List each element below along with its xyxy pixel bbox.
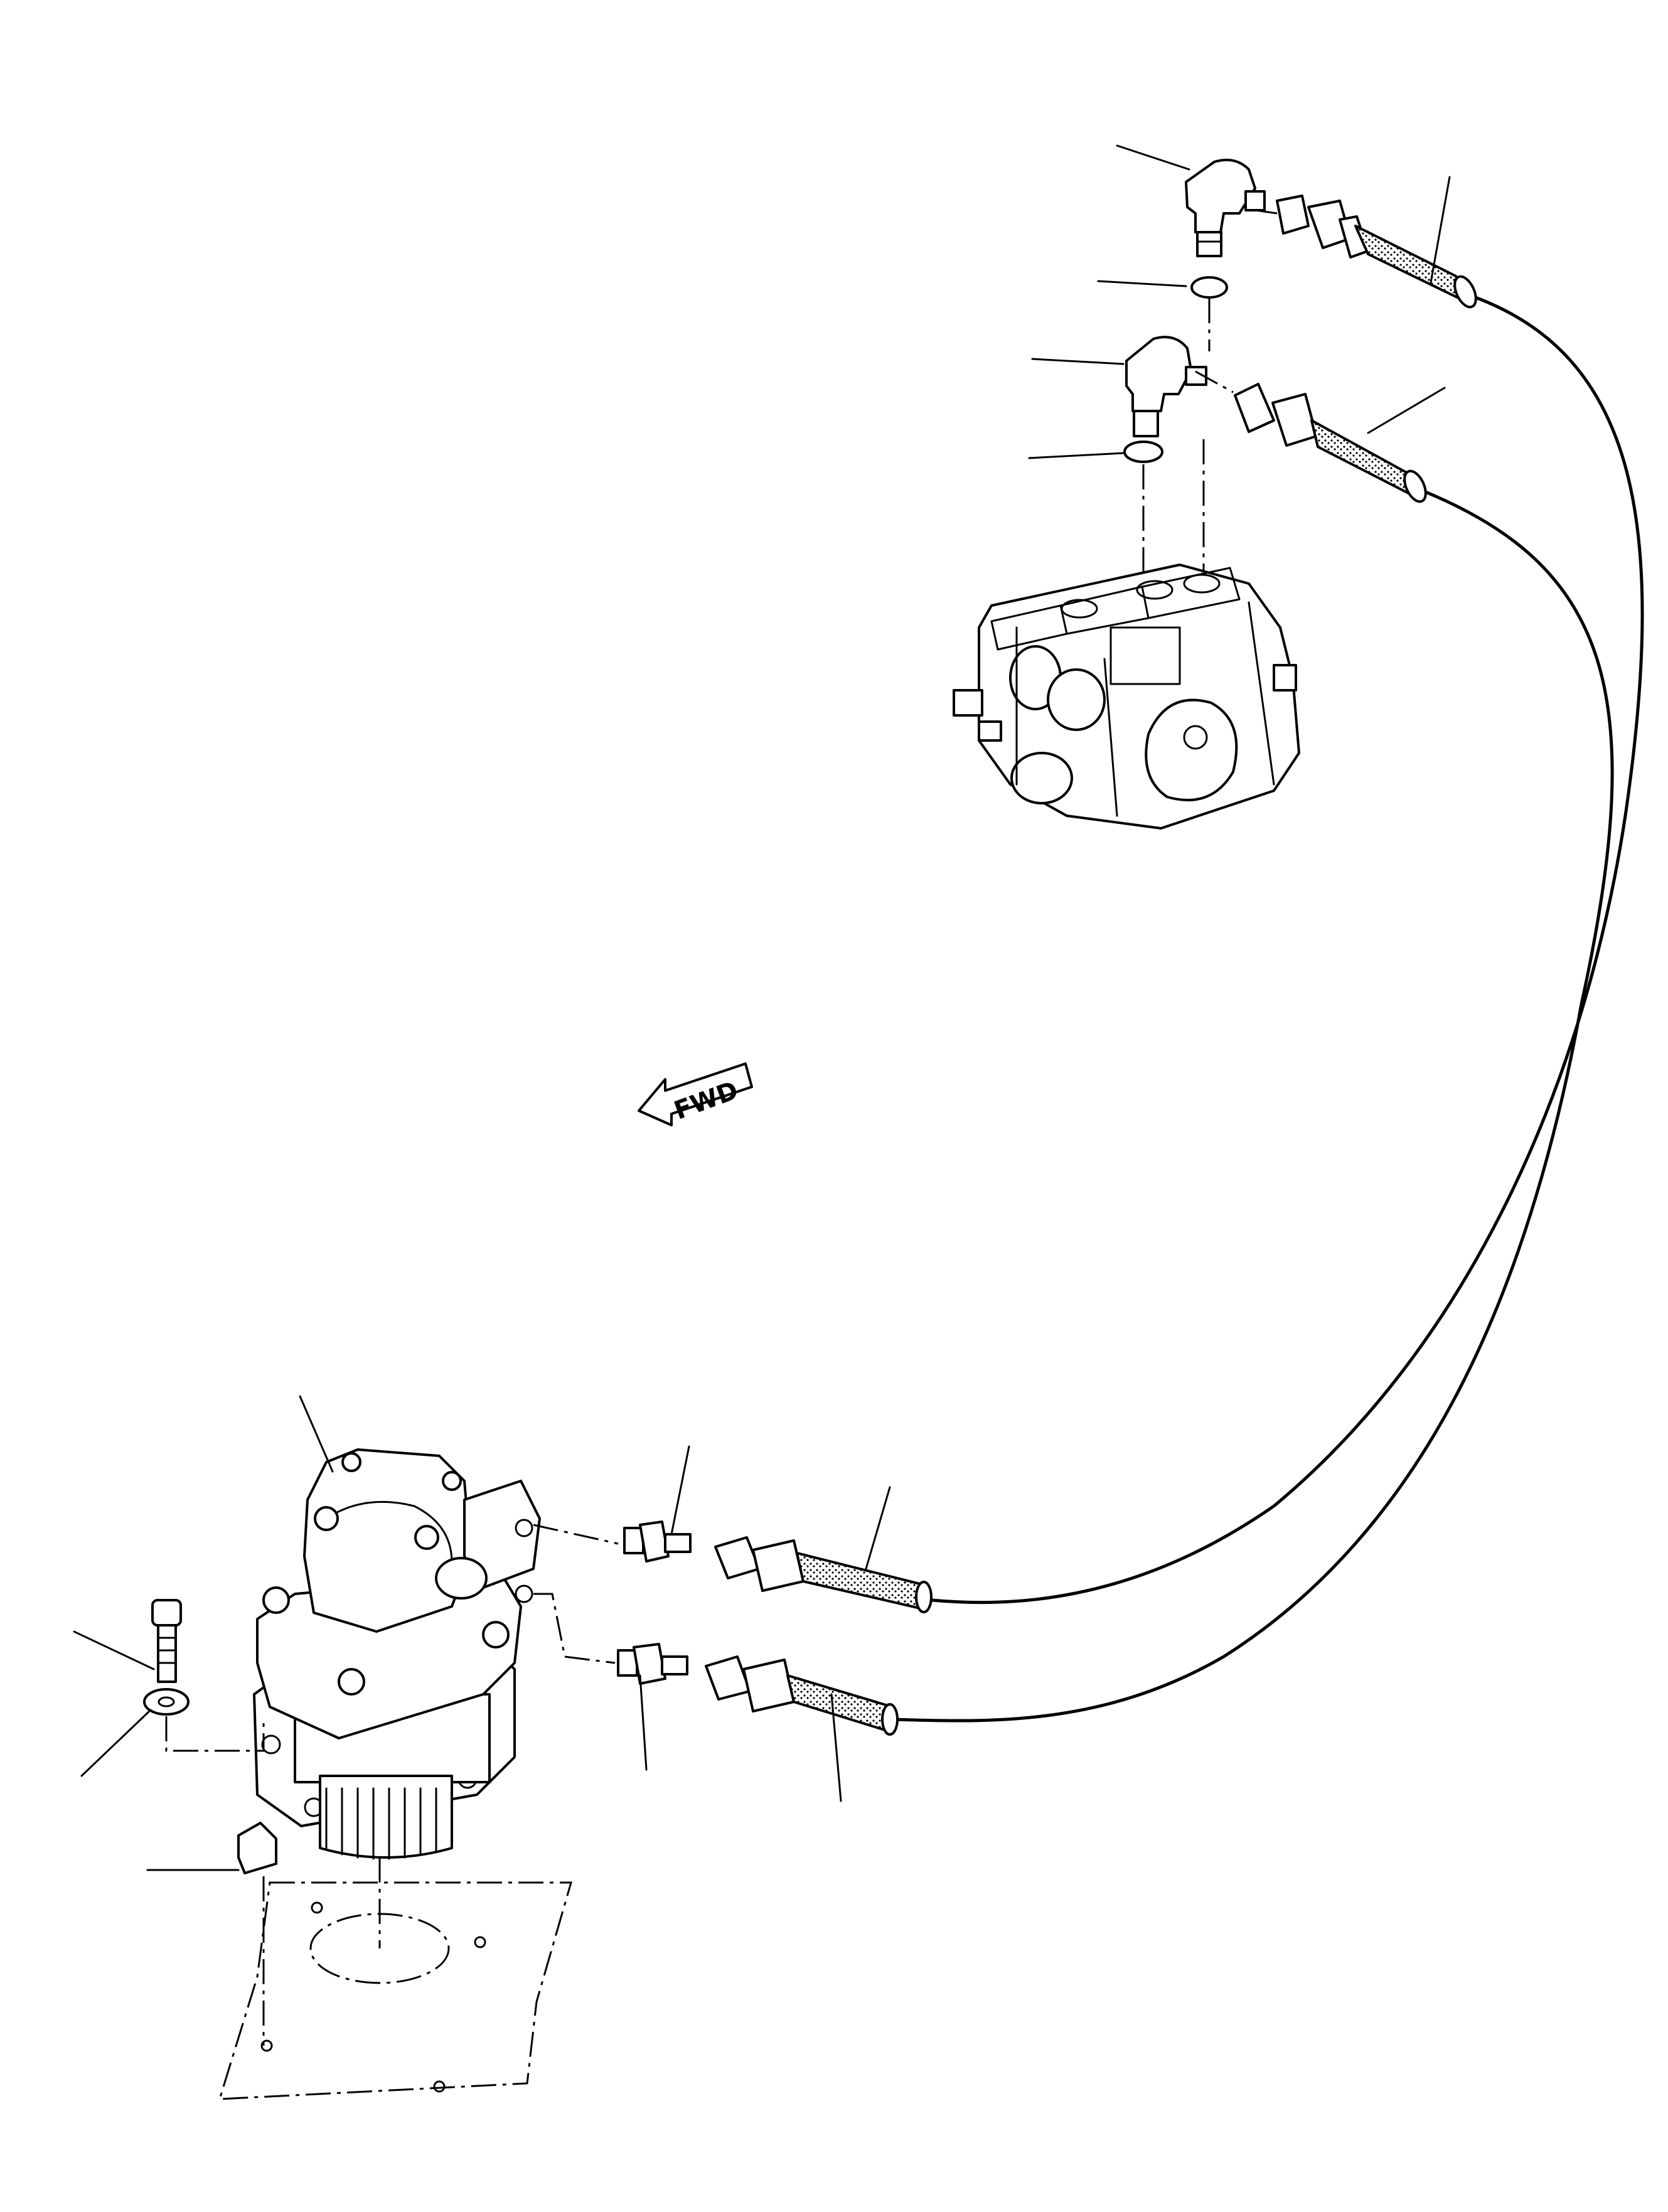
fwd-label: FWD xyxy=(670,1076,742,1126)
mounting-plate xyxy=(218,1857,572,2100)
upper-hose-line xyxy=(930,293,1644,1605)
lower-hose-adapter xyxy=(617,1643,688,1685)
control-valve xyxy=(953,564,1300,830)
leader-lines xyxy=(73,1395,891,1871)
lower-hose-end-fitting xyxy=(1234,383,1427,503)
washer xyxy=(143,1688,190,1716)
upper-elbow-fitting xyxy=(1185,159,1266,257)
upper-hose-adapter xyxy=(623,1520,692,1563)
key xyxy=(237,1822,277,1874)
lower-o-ring xyxy=(1123,441,1163,463)
upper-hose-end xyxy=(714,1536,933,1613)
upper-o-ring xyxy=(1190,276,1228,299)
lower-elbow-fitting xyxy=(1125,336,1207,437)
arrow-left-icon xyxy=(638,1062,753,1126)
upper-hose-end-fitting xyxy=(1276,195,1477,309)
lower-hose-line xyxy=(892,488,1614,1723)
fwd-direction-marker: FWD xyxy=(638,1062,753,1126)
mounting-bolt xyxy=(151,1599,182,1683)
lower-hose-end xyxy=(705,1655,899,1736)
hydraulic-motor xyxy=(253,1448,541,1860)
